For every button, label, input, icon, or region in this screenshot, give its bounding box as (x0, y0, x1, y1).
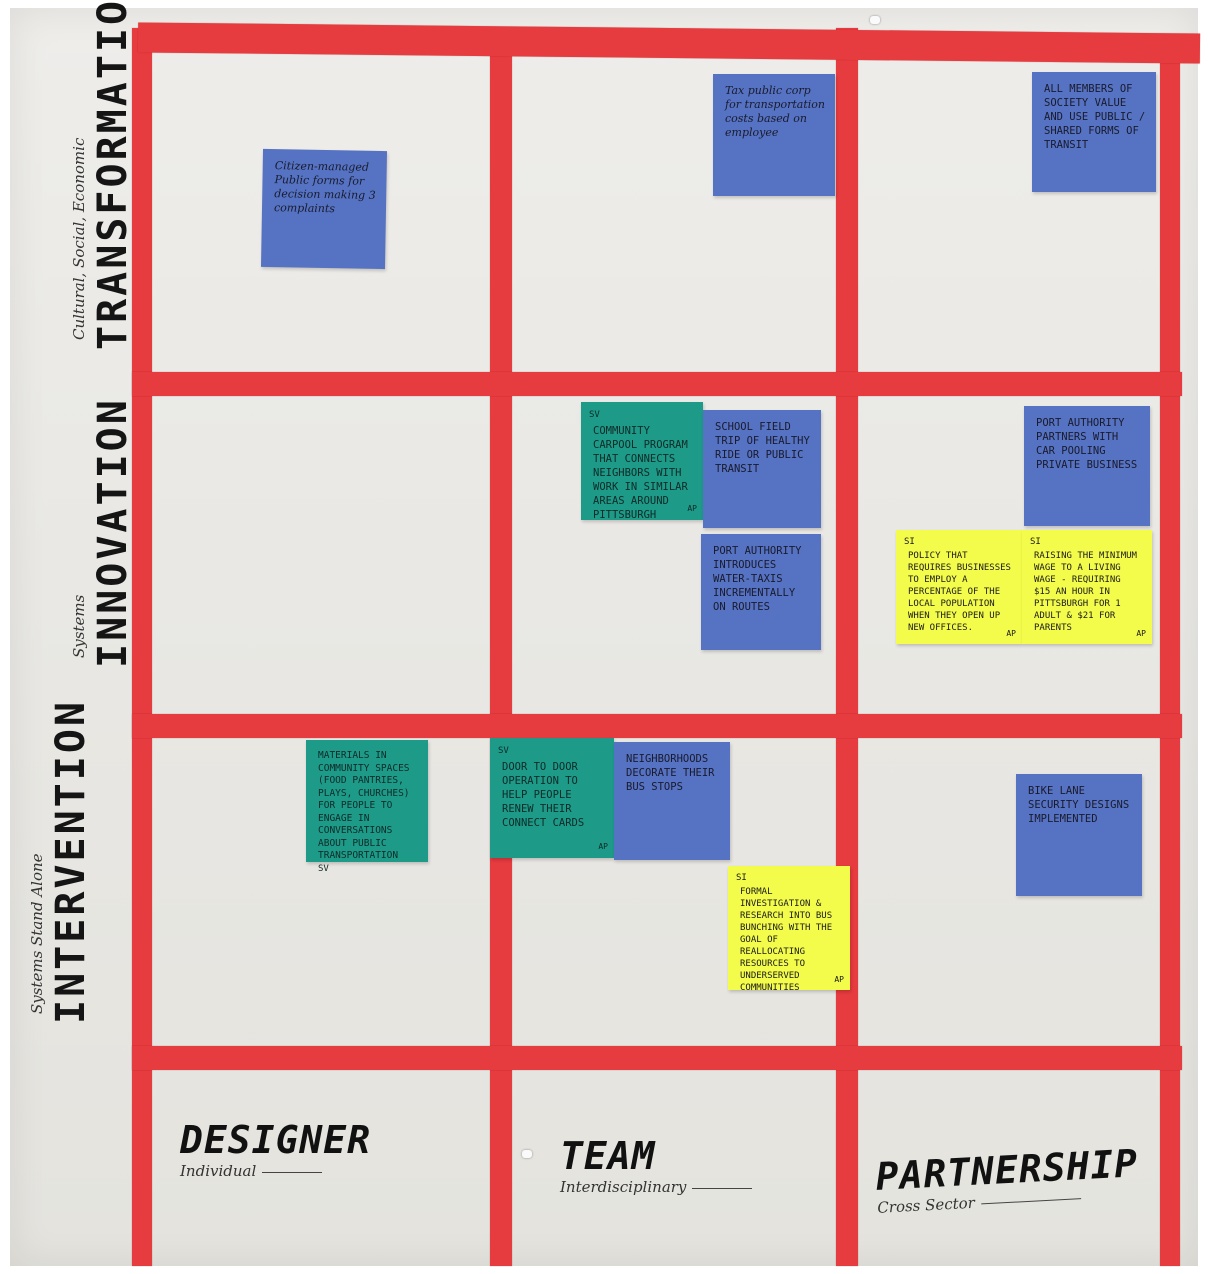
note-text: Raising the minimum wage to a living wag… (1034, 551, 1137, 633)
note-tag: Si (736, 873, 747, 883)
note-text: Tax public corp for transportation costs… (725, 84, 825, 139)
column-subtitle-wrap: Interdisciplinary (560, 1178, 753, 1196)
column-title: DESIGNER (180, 1118, 372, 1162)
tape-vertical-left (132, 28, 152, 1266)
note-text: School field trip of healthy ride or pub… (715, 421, 810, 475)
underline (262, 1171, 323, 1173)
sticky-note[interactable]: Sv Community carpool program that connec… (581, 402, 703, 521)
row-label-transformation: Cultural, Social, Economic TRANSFORMATIO… (70, 0, 136, 350)
sticky-note[interactable]: Bike lane security designs implemented (1016, 774, 1142, 896)
note-initials: AP (598, 842, 608, 851)
sticky-note[interactable]: School field trip of healthy ride or pub… (703, 410, 821, 528)
note-tag: Sv (318, 863, 329, 874)
note-initials: AP (687, 504, 697, 513)
sticky-note[interactable]: Si Policy that requires businesses to em… (896, 530, 1022, 644)
row-title: TRANSFORMATION (90, 0, 136, 350)
row-sublabel: Cultural, Social, Economic (70, 137, 88, 340)
note-tag: Sv (498, 746, 509, 756)
sticky-note[interactable]: Tax public corp for transportation costs… (713, 74, 835, 196)
row-label-intervention: Systems Stand Alone INTERVENTION (28, 699, 94, 1024)
tape-vertical-col2 (836, 28, 858, 1266)
underline (980, 1197, 1081, 1204)
paper-board: Cultural, Social, Economic TRANSFORMATIO… (10, 0, 1201, 1266)
sticky-note[interactable]: Si Raising the minimum wage to a living … (1022, 530, 1152, 644)
row-sublabel: Systems Stand Alone (28, 853, 46, 1014)
column-sublabel: Cross Sector (876, 1193, 976, 1217)
note-initials: AP (834, 975, 844, 984)
sticky-note[interactable]: Port Authority introduces water-taxis in… (701, 534, 821, 650)
note-initials: AP (1136, 629, 1146, 638)
column-label-team: TEAM Interdisciplinary (560, 1134, 753, 1196)
row-label-innovation: Systems INNOVATION (70, 397, 136, 668)
column-label-partnership: PARTNERSHIP Cross Sector (875, 1141, 1141, 1217)
tape-vertical-right (1160, 38, 1180, 1266)
tape-horizontal-row3 (132, 1046, 1182, 1070)
row-title: INTERVENTION (48, 699, 94, 1024)
note-text: Citizen-managed Public forms for decisio… (273, 159, 376, 216)
sticky-note[interactable]: Materials in community spaces (food pant… (306, 740, 428, 874)
pin (522, 1150, 532, 1158)
sticky-note[interactable]: Sv Door to door operation to help people… (490, 738, 614, 858)
tape-horizontal-top (137, 22, 1201, 64)
note-initials: AP (1006, 629, 1016, 638)
row-title: INNOVATION (90, 397, 136, 668)
pin (870, 16, 880, 24)
column-sublabel: Individual (180, 1162, 257, 1180)
sticky-note[interactable]: All members of society value and use pub… (1032, 72, 1156, 192)
note-text: Policy that requires businesses to emplo… (908, 551, 1011, 633)
note-tag: Si (904, 537, 915, 547)
note-text: Port Authority introduces water-taxis in… (713, 545, 802, 613)
note-text: Formal investigation & research into bus… (740, 887, 833, 993)
sticky-note[interactable]: Citizen-managed Public forms for decisio… (260, 148, 388, 270)
note-text: Community carpool program that connects … (593, 425, 688, 521)
column-title: TEAM (560, 1134, 656, 1178)
note-text: Materials in community spaces (food pant… (318, 750, 410, 861)
column-sublabel: Interdisciplinary (560, 1178, 687, 1196)
note-text: Port Authority partners with car pooling… (1036, 417, 1138, 471)
note-tag: Si (1030, 537, 1041, 547)
sticky-note[interactable]: Si Formal investigation & research into … (728, 866, 850, 993)
column-subtitle-wrap: Individual (180, 1162, 371, 1180)
note-text: Bike lane security designs implemented (1028, 785, 1130, 825)
underline (692, 1187, 753, 1189)
tape-horizontal-row1 (132, 372, 1182, 396)
note-text: All members of society value and use pub… (1044, 83, 1146, 151)
note-tag: Sv (589, 410, 600, 420)
tape-vertical-col1 (490, 28, 512, 1266)
sticky-note[interactable]: Port Authority partners with car pooling… (1024, 406, 1150, 526)
note-text: Neighborhoods decorate their bus stops (626, 753, 715, 793)
sticky-note[interactable]: Neighborhoods decorate their bus stops (614, 742, 730, 860)
row-sublabel: Systems (70, 594, 88, 658)
note-text: Door to door operation to help people re… (502, 761, 585, 829)
tape-horizontal-row2 (132, 714, 1182, 738)
column-label-designer: DESIGNER Individual (180, 1118, 371, 1180)
